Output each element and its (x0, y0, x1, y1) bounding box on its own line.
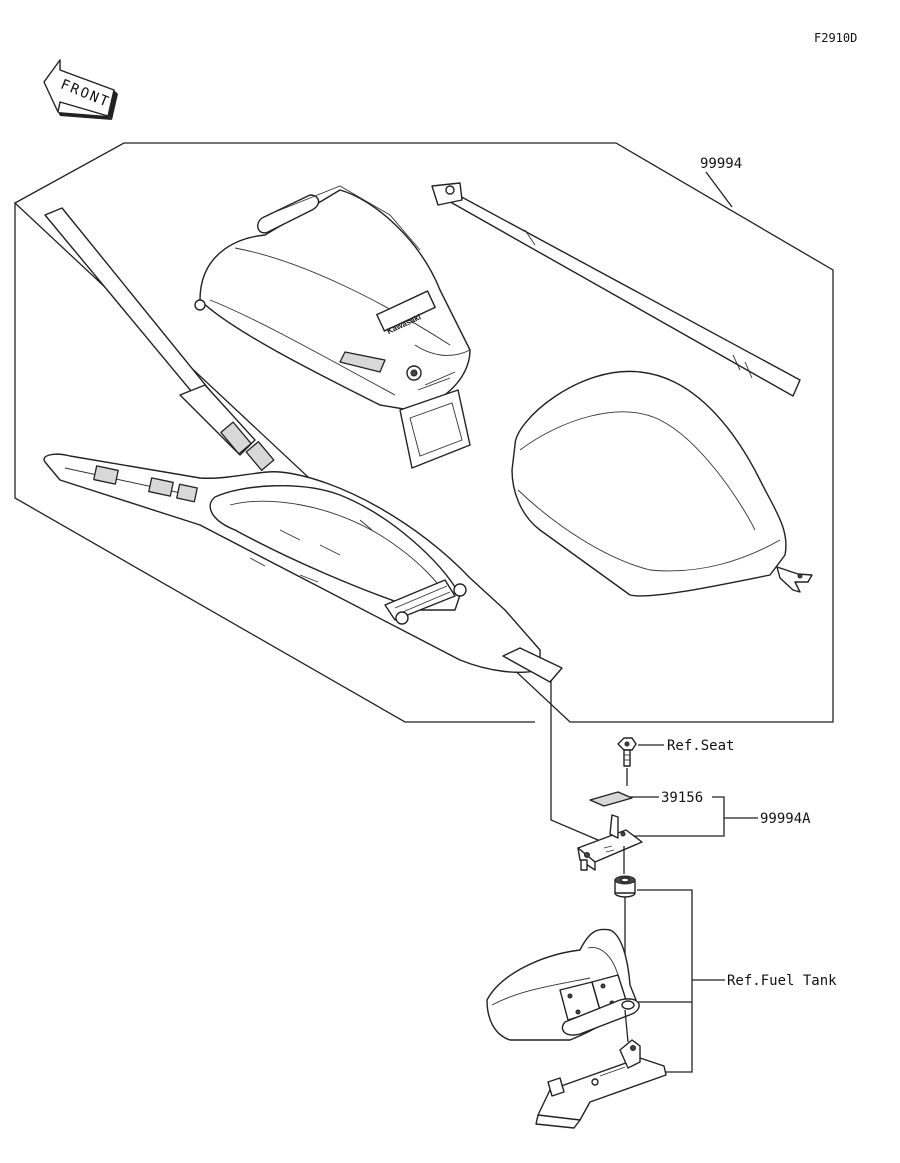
leader-harness-bracket (550, 680, 599, 841)
strap (431, 182, 801, 397)
mount-bracket (577, 814, 643, 871)
kit-boundary (13, 142, 834, 723)
kit-boundary-left (14, 203, 535, 723)
leader-fuel-tank-bracket (637, 889, 693, 1073)
leader-99994A-bracket (634, 796, 725, 837)
label-ref-seat: Ref.Seat (667, 738, 734, 754)
label-39156: 39156 (661, 790, 703, 806)
bolt (617, 737, 637, 767)
lower-mount (535, 1039, 667, 1129)
pad-39156 (589, 791, 633, 807)
tank-bag: Kawasaki (194, 185, 471, 469)
leader-99994 (705, 171, 733, 208)
fuel-tank (486, 928, 640, 1041)
front-arrow-icon: FRONT (43, 59, 118, 120)
seat-cover (511, 370, 813, 597)
diagram-code: F2910D (814, 31, 857, 45)
label-99994A: 99994A (760, 811, 811, 827)
harness-base (43, 207, 563, 683)
axis-tank-mount (624, 1009, 629, 1043)
label-99994: 99994 (700, 156, 742, 172)
grommet (614, 875, 636, 898)
label-ref-fuel-tank: Ref.Fuel Tank (727, 973, 837, 989)
